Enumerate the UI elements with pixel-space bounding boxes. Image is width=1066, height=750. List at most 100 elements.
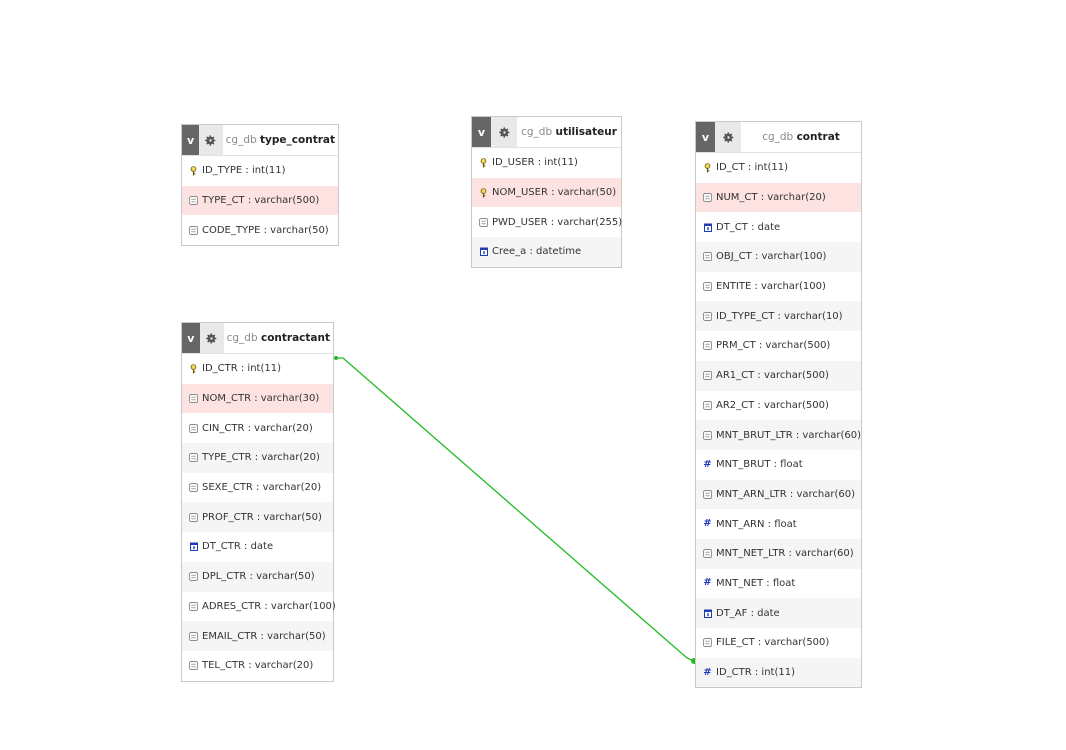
key-icon — [188, 166, 199, 176]
column-row[interactable]: # ID_CTR : int(11) — [696, 657, 861, 688]
toggle-button[interactable]: v — [182, 323, 200, 353]
column-row[interactable]: TEL_CTR : varchar(20) — [182, 651, 333, 681]
gear-icon[interactable] — [199, 125, 223, 155]
column-row[interactable]: PWD_USER : varchar(255) — [472, 207, 622, 237]
column-row[interactable]: #MNT_BRUT : float — [696, 450, 861, 480]
relation-start-dot — [334, 356, 338, 360]
column-row[interactable]: MNT_BRUT_LTR : varchar(60) — [696, 420, 861, 450]
gear-icon[interactable] — [199, 323, 224, 353]
toggle-button[interactable]: v — [696, 122, 715, 152]
table-type-contrat[interactable]: v cg_db type_contrat ID_TYPE : int(11) TY… — [181, 124, 339, 247]
column-row[interactable]: NOM_USER : varchar(50) — [472, 177, 621, 208]
column-row[interactable]: FILE_CT : varchar(500) — [696, 628, 861, 658]
table-utilisateur[interactable]: v cg_db utilisateur ID_USER : int(11) NOM… — [471, 116, 622, 268]
column-row[interactable]: EMAIL_CTR : varchar(50) — [182, 621, 333, 651]
text-column-icon — [702, 252, 713, 262]
table-title: cg_db contractant — [224, 332, 333, 344]
text-column-icon — [188, 601, 199, 611]
column-row[interactable]: OBJ_CT : varchar(100) — [696, 242, 861, 272]
column-row[interactable]: DT_CT : date — [696, 212, 861, 242]
column-row[interactable]: #MNT_ARN : float — [696, 509, 861, 539]
column-list: ID_CTR : int(11) NOM_CTR : varchar(30) CIN… — [182, 354, 336, 681]
column-row[interactable]: ID_CT : int(11) — [696, 153, 861, 183]
column-row[interactable]: SEXE_CTR : varchar(20) — [182, 473, 333, 503]
table-header[interactable]: v cg_db contrat — [696, 122, 861, 153]
column-row[interactable]: TYPE_CTR : varchar(20) — [182, 443, 333, 473]
table-header[interactable]: v cg_db contractant — [182, 323, 333, 354]
table-contrat[interactable]: v cg_db contrat ID_CT : int(11)NUM_CT : … — [695, 121, 862, 689]
table-title: cg_db contrat — [741, 131, 861, 143]
column-label: ID_TYPE : int(11) — [202, 165, 286, 177]
date-column-icon — [702, 223, 713, 232]
column-label: PROF_CTR : varchar(50) — [202, 511, 322, 523]
relation-line-contractant-contrat[interactable] — [335, 357, 695, 662]
column-label: DT_AF : date — [716, 607, 780, 619]
column-label: MNT_NET_LTR : varchar(60) — [716, 548, 854, 560]
column-label: AR2_CT : varchar(500) — [716, 399, 829, 411]
table-name: utilisateur — [555, 126, 617, 138]
column-row[interactable]: Cree_a : datetime — [472, 237, 621, 267]
number-column-icon: # — [703, 577, 712, 589]
column-row[interactable]: MNT_ARN_LTR : varchar(60) — [696, 479, 861, 510]
column-row[interactable]: NUM_CT : varchar(20) — [696, 182, 861, 213]
date-column-icon — [188, 542, 199, 552]
column-row[interactable]: DT_CTR : date — [182, 532, 333, 562]
table-name: contractant — [260, 332, 330, 344]
column-label: NOM_USER : varchar(50) — [492, 187, 617, 199]
text-column-icon — [702, 430, 713, 440]
column-label: MNT_BRUT : float — [716, 459, 803, 471]
text-column-icon — [188, 196, 199, 205]
toggle-button[interactable]: v — [182, 125, 200, 155]
column-row[interactable]: MNT_NET_LTR : varchar(60) — [696, 538, 861, 569]
table-header[interactable]: v cg_db type_contrat — [182, 125, 338, 156]
column-label: MNT_NET : float — [716, 577, 796, 589]
column-label: AR1_CT : varchar(500) — [716, 370, 829, 382]
table-contractant[interactable]: v cg_db contractant ID_CTR : int(11) NOM_… — [181, 322, 336, 682]
text-column-icon — [702, 549, 713, 559]
toggle-button[interactable]: v — [472, 117, 491, 147]
gear-icon[interactable] — [491, 117, 517, 147]
column-row[interactable]: AR2_CT : varchar(500) — [696, 391, 861, 421]
column-label: ADRES_CTR : varchar(100) — [202, 600, 336, 612]
number-column-icon: # — [703, 666, 712, 678]
text-column-icon — [702, 489, 713, 499]
column-label: SEXE_CTR : varchar(20) — [202, 482, 322, 494]
date-column-icon — [478, 247, 489, 257]
text-column-icon — [702, 193, 713, 202]
column-row[interactable]: ID_USER : int(11) — [472, 148, 621, 178]
column-row[interactable]: # MNT_NET : float — [696, 569, 861, 599]
text-column-icon — [188, 631, 199, 641]
column-row[interactable]: PROF_CTR : varchar(50) — [182, 502, 333, 533]
db-name: cg_db — [762, 131, 794, 143]
column-row[interactable]: DPL_CTR : varchar(50) — [182, 561, 333, 592]
gear-icon[interactable] — [715, 122, 741, 152]
table-header[interactable]: v cg_db utilisateur — [472, 117, 621, 148]
column-label: MNT_ARN : float — [716, 518, 797, 530]
column-label: ID_CTR : int(11) — [202, 363, 281, 375]
column-row[interactable]: ID_TYPE_CT : varchar(10) — [696, 301, 861, 332]
column-list: ID_TYPE : int(11) TYPE_CT : varchar(500)C… — [182, 156, 338, 245]
text-column-icon — [702, 311, 713, 321]
column-row[interactable]: DT_AF : date — [696, 598, 861, 628]
column-row[interactable]: CODE_TYPE : varchar(50) — [182, 215, 338, 245]
column-label: TYPE_CTR : varchar(20) — [202, 452, 320, 464]
column-label: ID_CTR : int(11) — [716, 667, 795, 679]
column-row[interactable]: ID_CTR : int(11) — [182, 354, 333, 384]
column-row[interactable]: TYPE_CT : varchar(500) — [182, 185, 338, 216]
column-row[interactable]: AR1_CT : varchar(500) — [696, 360, 861, 391]
column-label: DT_CTR : date — [202, 541, 274, 553]
column-row[interactable]: PRM_CT : varchar(500) — [696, 331, 861, 361]
text-column-icon — [188, 453, 199, 463]
column-label: CIN_CTR : varchar(20) — [202, 422, 313, 434]
table-name: contrat — [796, 131, 840, 143]
column-row[interactable]: NOM_CTR : varchar(30) — [182, 383, 333, 414]
column-row[interactable]: ADRES_CTR : varchar(100) — [182, 592, 336, 622]
column-row[interactable]: ID_TYPE : int(11) — [182, 156, 338, 186]
column-row[interactable]: ENTITE : varchar(100) — [696, 272, 861, 302]
column-row[interactable]: CIN_CTR : varchar(20) — [182, 413, 333, 443]
table-name: type_contrat — [260, 134, 335, 146]
text-column-icon — [188, 225, 199, 235]
key-icon — [702, 163, 713, 173]
text-column-icon — [702, 400, 713, 410]
